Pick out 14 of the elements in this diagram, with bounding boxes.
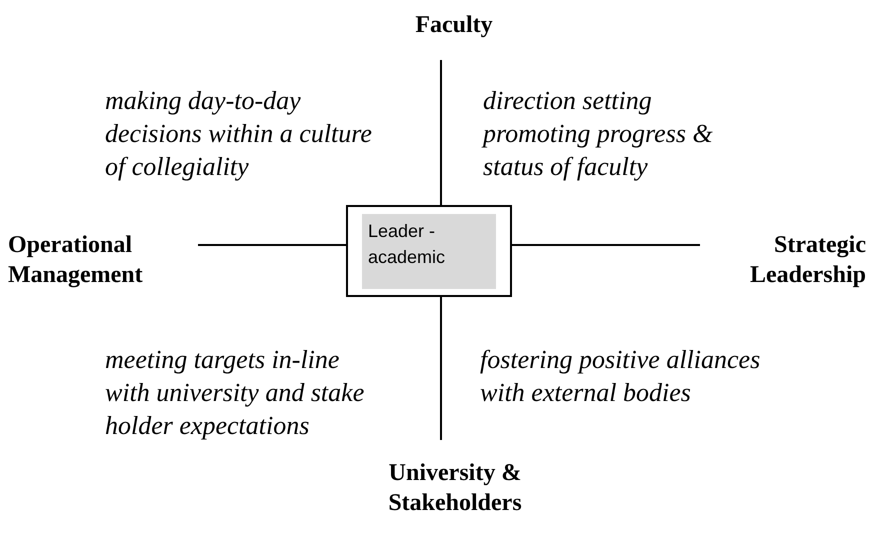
node-label: Leader - academic <box>362 214 496 289</box>
heading-text: Strategic Leadership <box>700 230 866 294</box>
quadrant-note: fostering positive alliances with external bodies <box>480 344 762 409</box>
heading-text: University & Stakeholders <box>350 458 560 522</box>
heading-text: Operational Management <box>8 230 198 294</box>
heading-text: Faculty <box>398 10 510 44</box>
leader-box <box>346 205 512 297</box>
connector-line <box>440 297 442 440</box>
connector-line <box>440 60 442 205</box>
quadrant-note: direction setting promoting progress & status of faculty <box>483 85 714 183</box>
connector-line <box>198 244 346 246</box>
quadrant-note: meeting targets in-line with university and stake holder expectations <box>105 344 366 442</box>
quadrant-note: making day-to-day decisions within a culture of collegiality <box>105 85 373 183</box>
connector-line <box>512 244 700 246</box>
